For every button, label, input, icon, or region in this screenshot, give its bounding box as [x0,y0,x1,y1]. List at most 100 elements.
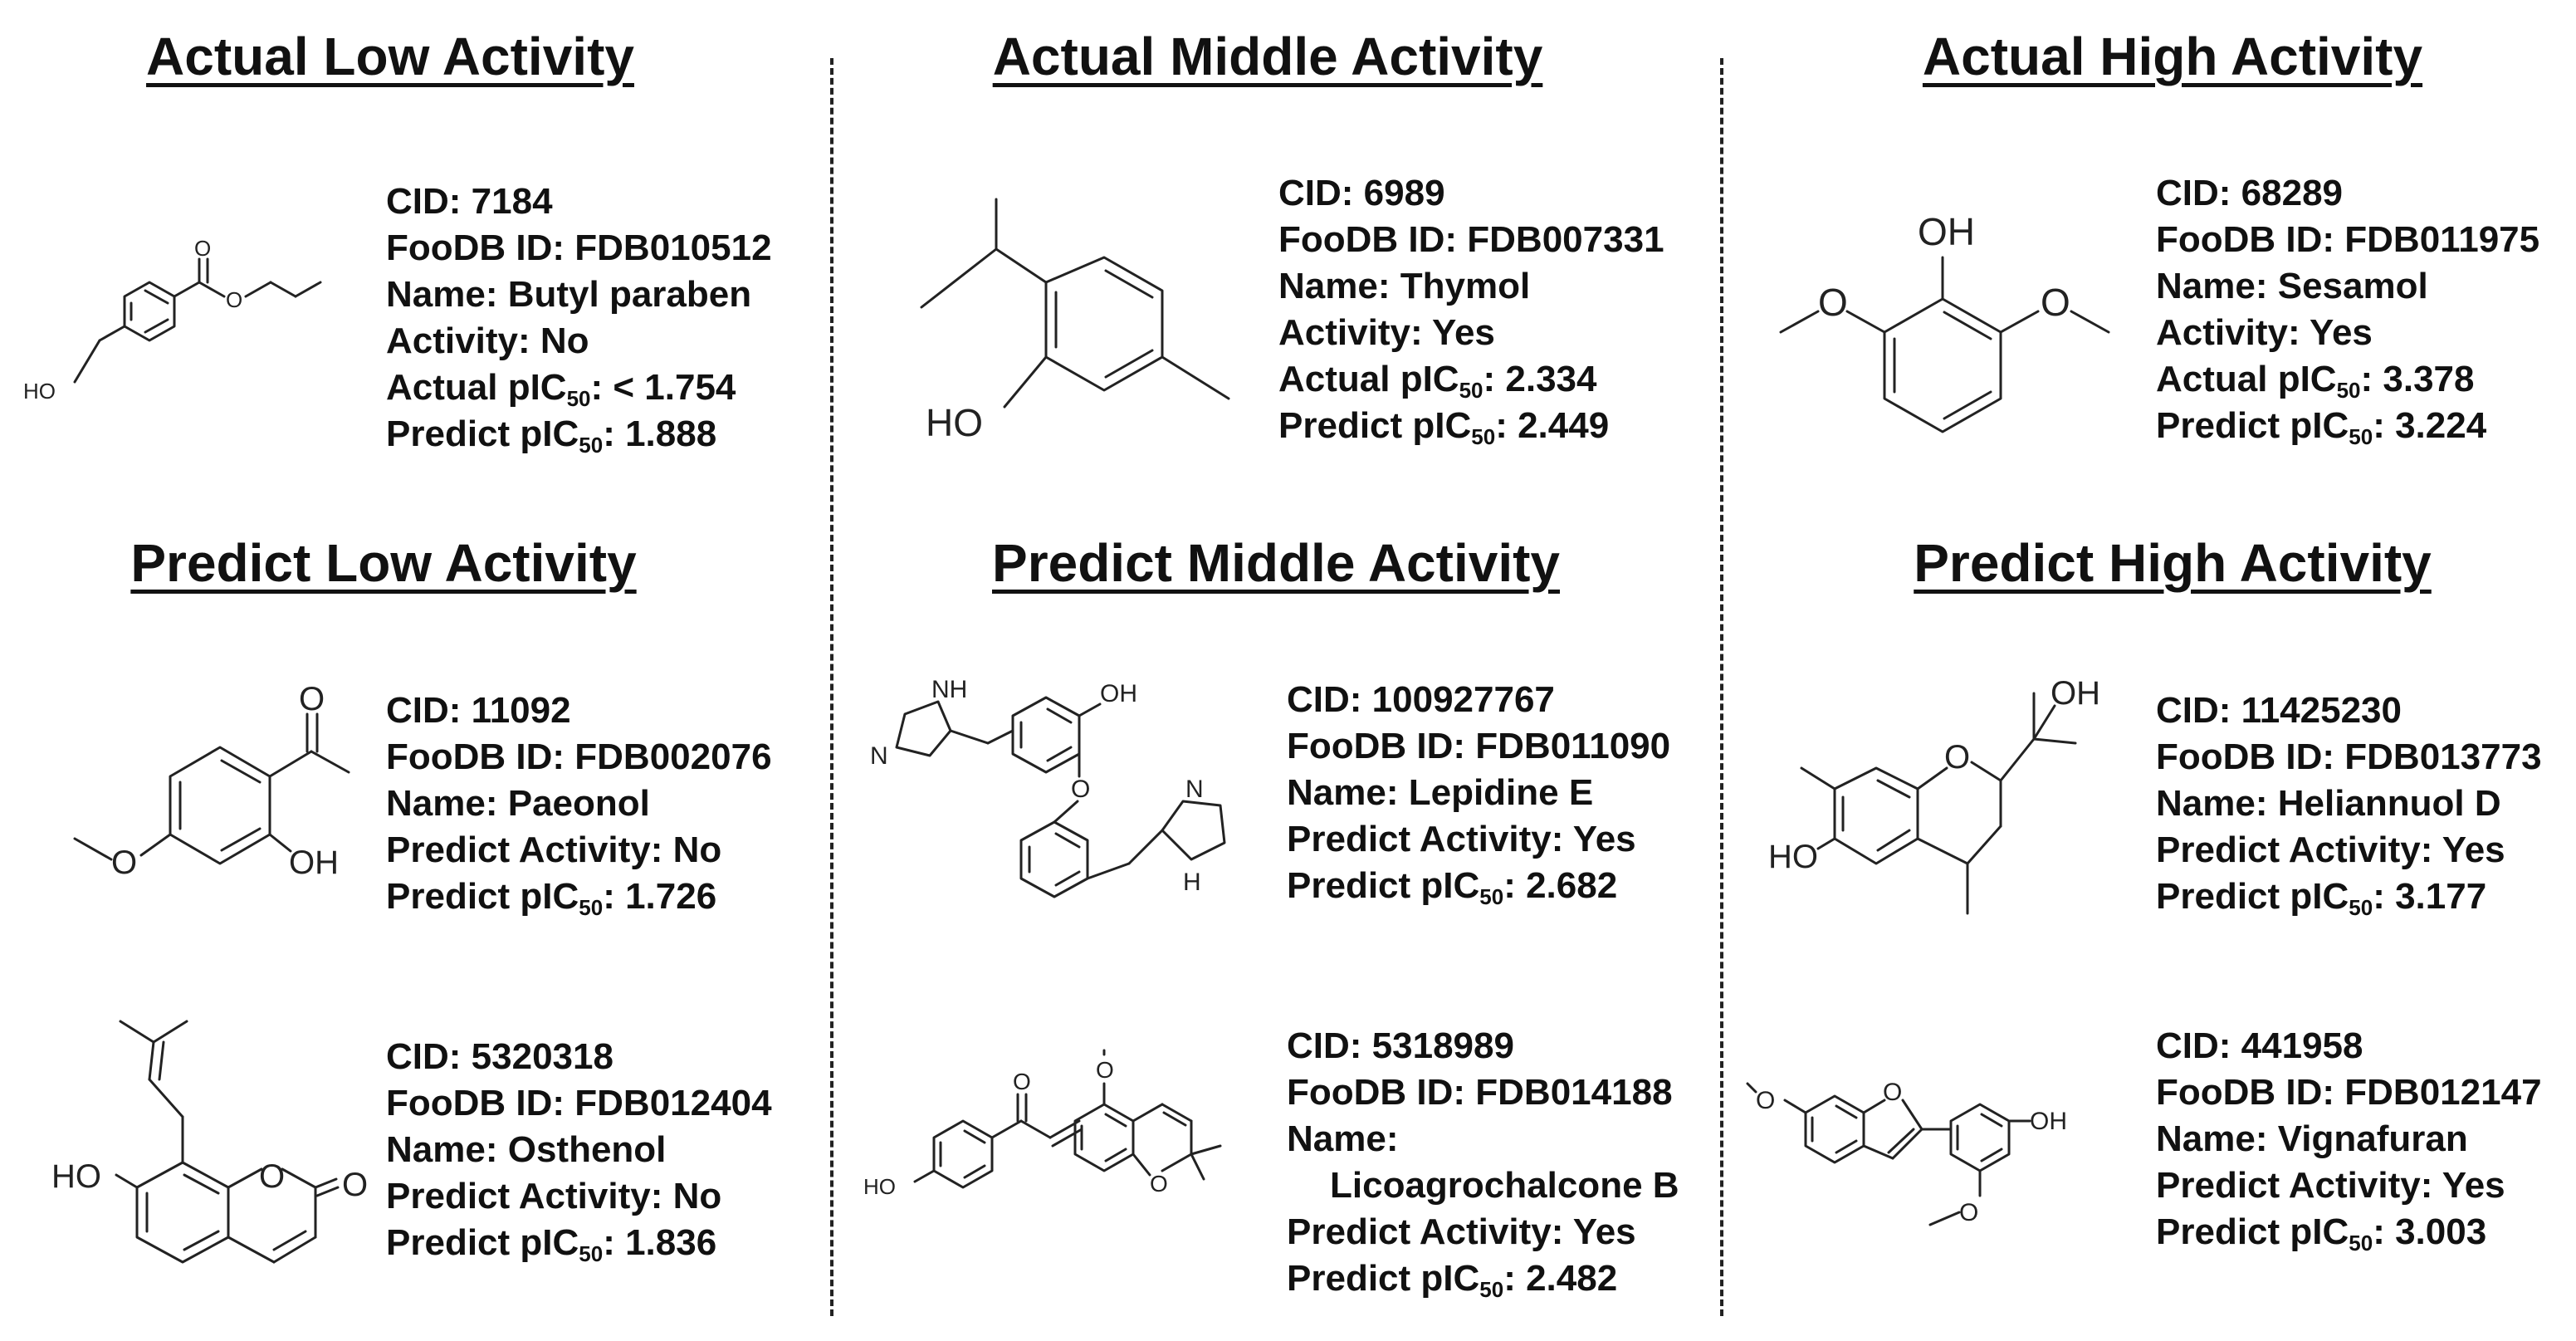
licoagrochalcone-b-name: Name: [1287,1118,1399,1159]
vignafuran-info: CID: 441958 FooDB ID: FDB012147 Name: Vi… [2156,1023,2542,1255]
licoagrochalcone-b-name-cont: Licoagrochalcone B [1330,1165,1679,1206]
osthenol-predict-pic50: Predict pIC50: 1.836 [386,1222,717,1266]
vignafuran-activity: Predict Activity: Yes [2156,1165,2505,1206]
vignafuran-oh-label: OH [2030,1108,2067,1135]
osthenol-activity: Predict Activity: No [386,1176,722,1216]
osthenol-lactone-o: O [342,1167,368,1203]
lepidine-oh-label: OH [1100,680,1137,707]
heliannuol-oh-label: OH [2051,675,2100,712]
lepidine-ether-o: O [1071,776,1090,803]
butyl-paraben-carbonyl-o: O [194,236,211,261]
sesamol-predict-pic50: Predict pIC50: 3.224 [2156,405,2487,449]
lepidine-e-cid: CID: 100927767 [1287,679,1555,720]
butyl-paraben-structure: O O HO [23,236,322,404]
butyl-paraben-predict-pic50: Predict pIC50: 1.888 [386,414,717,458]
lepidine-e-info: CID: 100927767 FooDB ID: FDB011090 Name:… [1287,677,1670,909]
heliannuol-d-structure: O OH HO [1768,675,2100,915]
thymol-actual-pic50: Actual pIC50: 2.334 [1278,359,1597,403]
licoagrochalcone-b-predict-pic50: Predict pIC50: 2.482 [1287,1258,1618,1302]
paeonol-cid: CID: 11092 [386,690,571,731]
sesamol-oh-label: OH [1918,210,1975,253]
lepidine-e-structure: NH N OH O N H [870,676,1226,898]
licoagrochalcone-b-foodb: FooDB ID: FDB014188 [1287,1072,1673,1113]
heliannuol-ho-label: HO [1768,839,1818,875]
butyl-paraben-name: Name: Butyl paraben [386,274,752,315]
lepidine-e-name: Name: Lepidine E [1287,772,1594,813]
heliannuol-d-name: Name: Heliannuol D [2156,783,2501,824]
butyl-paraben-info: CID: 7184 FooDB ID: FDB010512 Name: Buty… [386,179,772,458]
butyl-paraben-ester-o: O [226,287,242,312]
heading-actual-middle: Actual Middle Activity [992,27,1543,86]
paeonol-oh-label: OH [289,844,339,881]
butyl-paraben-actual-pic50: Actual pIC50: < 1.754 [386,367,736,411]
paeonol-activity: Predict Activity: No [386,830,722,870]
heading-predict-middle: Predict Middle Activity [992,533,1560,593]
vignafuran-foodb: FooDB ID: FDB012147 [2156,1072,2542,1113]
paeonol-name: Name: Paeonol [386,783,650,824]
sesamol-cid: CID: 68289 [2156,173,2344,213]
thymol-foodb: FooDB ID: FDB007331 [1278,219,1664,260]
osthenol-name: Name: Osthenol [386,1129,667,1170]
butyl-paraben-ho-label: HO [23,379,56,404]
thymol-name: Name: Thymol [1278,266,1531,306]
lepidine-e-activity: Predict Activity: Yes [1287,819,1636,859]
thymol-info: CID: 6989 FooDB ID: FDB007331 Name: Thym… [1278,170,1664,449]
licoagrochalcone-ring-o: O [1150,1171,1168,1197]
osthenol-info: CID: 5320318 FooDB ID: FDB012404 Name: O… [386,1034,772,1266]
paeonol-structure: O OH O [73,681,350,881]
heliannuol-d-predict-pic50: Predict pIC50: 3.177 [2156,876,2487,920]
sesamol-o-right: O [2041,281,2070,324]
sesamol-activity: Activity: Yes [2156,312,2373,353]
sesamol-actual-pic50: Actual pIC50: 3.378 [2156,359,2475,403]
heliannuol-d-info: CID: 11425230 FooDB ID: FDB013773 Name: … [2156,688,2542,920]
vignafuran-methoxy-o-bottom: O [1959,1199,1978,1226]
licoagrochalcone-b-info: CID: 5318989 FooDB ID: FDB014188 Name: L… [1287,1023,1679,1302]
licoagrochalcone-b-activity: Predict Activity: Yes [1287,1211,1636,1252]
thymol-ho-label: HO [926,401,983,444]
divider-left [830,58,833,1316]
butyl-paraben-foodb: FooDB ID: FDB010512 [386,228,772,268]
lepidine-e-foodb: FooDB ID: FDB011090 [1287,726,1671,766]
sesamol-o-left: O [1818,281,1848,324]
osthenol-ho-label: HO [51,1158,101,1195]
heliannuol-d-activity: Predict Activity: Yes [2156,830,2505,870]
lepidine-e-predict-pic50: Predict pIC50: 2.682 [1287,865,1618,909]
thymol-structure: HO [920,198,1230,444]
lepidine-nh-top: NH [931,676,967,703]
licoagrochalcone-ho-label: HO [863,1174,896,1199]
paeonol-predict-pic50: Predict pIC50: 1.726 [386,876,717,920]
vignafuran-structure: O O OH O [1746,1079,2067,1226]
sesamol-name: Name: Sesamol [2156,266,2428,306]
paeonol-info: CID: 11092 FooDB ID: FDB002076 Name: Pae… [386,688,772,920]
lepidine-n-bottom: N [1185,776,1204,803]
paeonol-foodb: FooDB ID: FDB002076 [386,737,772,777]
heliannuol-d-foodb: FooDB ID: FDB013773 [2156,737,2542,777]
sesamol-info: CID: 68289 FooDB ID: FDB011975 Name: Ses… [2156,170,2539,449]
osthenol-ring-o: O [259,1158,285,1195]
butyl-paraben-activity: Activity: No [386,321,589,361]
heliannuol-ring-o: O [1944,739,1970,776]
osthenol-structure: O O HO [51,1020,368,1264]
heliannuol-d-cid: CID: 11425230 [2156,690,2402,731]
osthenol-cid: CID: 5320318 [386,1036,613,1077]
licoagrochalcone-b-structure: HO O O O [863,1049,1222,1199]
heading-predict-high: Predict High Activity [1914,533,2432,593]
licoagrochalcone-methoxy-o: O [1096,1057,1114,1083]
heading-actual-high: Actual High Activity [1922,27,2423,86]
vignafuran-name: Name: Vignafuran [2156,1118,2468,1159]
licoagrochalcone-b-cid: CID: 5318989 [1287,1025,1514,1066]
paeonol-ether-o: O [111,844,137,881]
paeonol-carbonyl-o: O [299,681,325,717]
osthenol-foodb: FooDB ID: FDB012404 [386,1083,772,1123]
licoagrochalcone-carbonyl-o: O [1013,1069,1031,1094]
vignafuran-predict-pic50: Predict pIC50: 3.003 [2156,1211,2487,1255]
sesamol-structure: OH O O [1779,210,2110,433]
heading-predict-low: Predict Low Activity [130,533,637,593]
vignafuran-methoxy-o-left: O [1756,1087,1775,1114]
lepidine-n-top: N [870,742,888,770]
divider-right [1720,58,1723,1316]
vignafuran-furan-o: O [1883,1079,1902,1106]
sesamol-foodb: FooDB ID: FDB011975 [2156,219,2540,260]
thymol-cid: CID: 6989 [1278,173,1445,213]
lepidine-h-bottom: H [1183,869,1201,896]
